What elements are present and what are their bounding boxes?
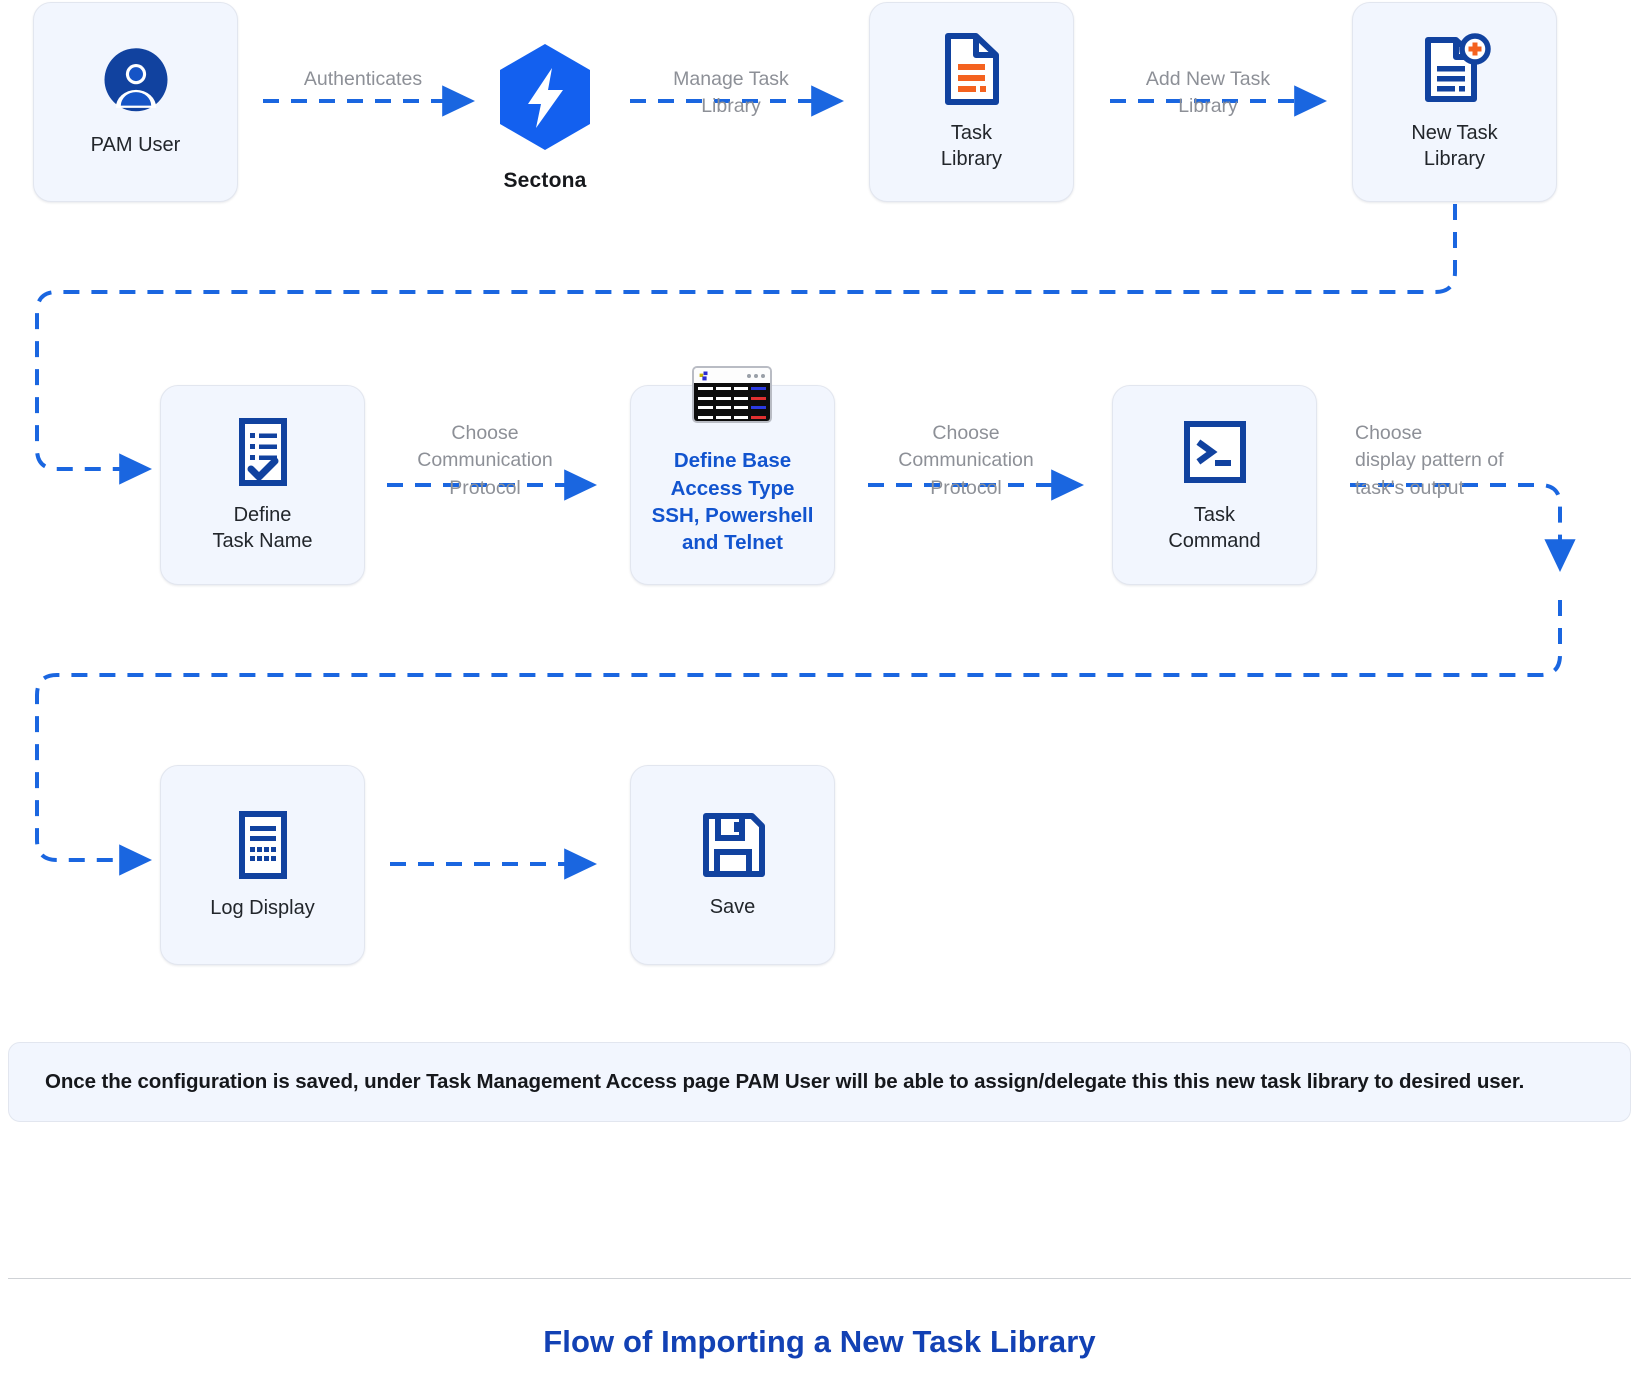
document-add-icon: [1418, 32, 1492, 106]
node-label: Sectona: [503, 169, 587, 192]
note-banner: Once the configuration is saved, under T…: [8, 1042, 1631, 1122]
edge-label-choose-protocol-2: Choose Communication Protocol: [898, 421, 1034, 500]
edge-label-add-new-task-library: Add New Task Library: [1145, 67, 1271, 118]
node-new-task-library[interactable]: New Task Library: [1352, 2, 1557, 202]
node-label: Define Task Name: [212, 503, 313, 552]
node-label: Task Library: [940, 121, 1003, 170]
terminal-title-bar: [694, 368, 770, 383]
terminal-body: [694, 383, 770, 421]
node-task-library[interactable]: Task Library: [869, 2, 1074, 202]
node-pam-user[interactable]: PAM User: [33, 2, 238, 202]
node-label: Log Display: [210, 896, 315, 919]
edge-label-authenticates: Authenticates: [303, 67, 423, 90]
node-log-display[interactable]: Log Display: [160, 765, 365, 965]
edge-label-choose-display-pattern: Choose display pattern of task's output: [1355, 421, 1504, 500]
node-save[interactable]: Save: [630, 765, 835, 965]
log-document-icon: [232, 809, 294, 881]
checklist-icon: [232, 416, 294, 488]
user-avatar-icon: [100, 46, 172, 118]
terminal-app-icon: [699, 371, 708, 380]
node-label: Task Command: [1168, 503, 1261, 552]
node-label: Save: [709, 895, 756, 918]
note-text: Once the configuration is saved, under T…: [45, 1070, 1525, 1093]
node-label: Define Base Access Type SSH, Powershell …: [651, 449, 814, 555]
edge-label-choose-protocol-1: Choose Communication Protocol: [417, 421, 553, 500]
footer-divider: [8, 1278, 1631, 1279]
terminal-window-icon: [692, 366, 772, 423]
node-label: PAM User: [90, 133, 181, 156]
document-list-icon: [941, 32, 1003, 106]
diagram-title: Flow of Importing a New Task Library: [543, 1324, 1096, 1359]
node-label: New Task Library: [1411, 121, 1498, 170]
sectona-logo-icon: [495, 42, 595, 157]
floppy-disk-icon: [698, 810, 768, 880]
edge-label-manage-task-library: Manage Task Library: [673, 67, 789, 118]
node-define-base-access-type[interactable]: Define Base Access Type SSH, Powershell …: [630, 385, 835, 585]
command-prompt-icon: [1179, 416, 1251, 488]
node-sectona[interactable]: Sectona: [480, 42, 610, 193]
window-dots-icon: [747, 373, 765, 378]
node-define-task-name[interactable]: Define Task Name: [160, 385, 365, 585]
node-task-command[interactable]: Task Command: [1112, 385, 1317, 585]
